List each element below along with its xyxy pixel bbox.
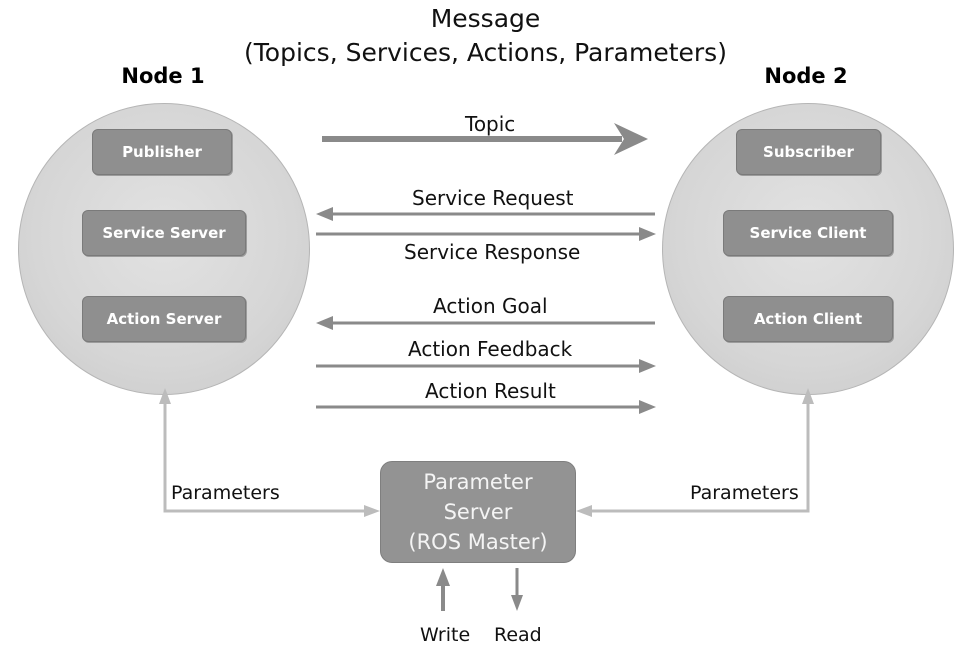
service-request-label: Service Request xyxy=(412,186,574,210)
diagram-title-line1: Message xyxy=(430,4,541,33)
topic-arrow xyxy=(322,123,648,155)
right-parameters-arrow xyxy=(576,388,814,517)
action-feedback-label: Action Feedback xyxy=(408,337,573,361)
action-feedback-arrow xyxy=(316,359,656,373)
action-goal-arrow xyxy=(316,316,655,330)
diagram-title-line2: (Topics, Services, Actions, Parameters) xyxy=(244,38,727,67)
action-client-box: Action Client xyxy=(723,296,893,342)
parameter-server-line3: (ROS Master) xyxy=(408,530,548,554)
action-goal-label: Action Goal xyxy=(433,294,548,318)
topic-label: Topic xyxy=(465,112,516,136)
read-label: Read xyxy=(494,624,542,646)
service-response-label: Service Response xyxy=(404,240,581,264)
action-server-box: Action Server xyxy=(82,296,246,342)
write-arrow xyxy=(436,568,450,611)
parameter-server-box: Parameter Server (ROS Master) xyxy=(380,461,576,563)
action-result-arrow xyxy=(316,400,656,414)
action-result-label: Action Result xyxy=(425,379,556,403)
service-client-box: Service Client xyxy=(723,210,893,256)
subscriber-box: Subscriber xyxy=(736,129,881,175)
left-parameters-label: Parameters xyxy=(171,482,280,504)
parameter-server-line1: Parameter xyxy=(423,470,533,494)
write-label: Write xyxy=(420,624,471,646)
service-response-arrow xyxy=(316,227,656,241)
right-parameters-label: Parameters xyxy=(690,482,799,504)
read-arrow xyxy=(511,568,523,611)
parameter-server-line2: Server xyxy=(443,500,513,524)
node2-title: Node 2 xyxy=(764,64,848,88)
left-parameters-arrow xyxy=(159,388,380,517)
node1-title: Node 1 xyxy=(121,64,205,88)
service-server-box: Service Server xyxy=(82,210,246,256)
publisher-box: Publisher xyxy=(92,129,232,175)
service-request-arrow xyxy=(316,207,655,221)
